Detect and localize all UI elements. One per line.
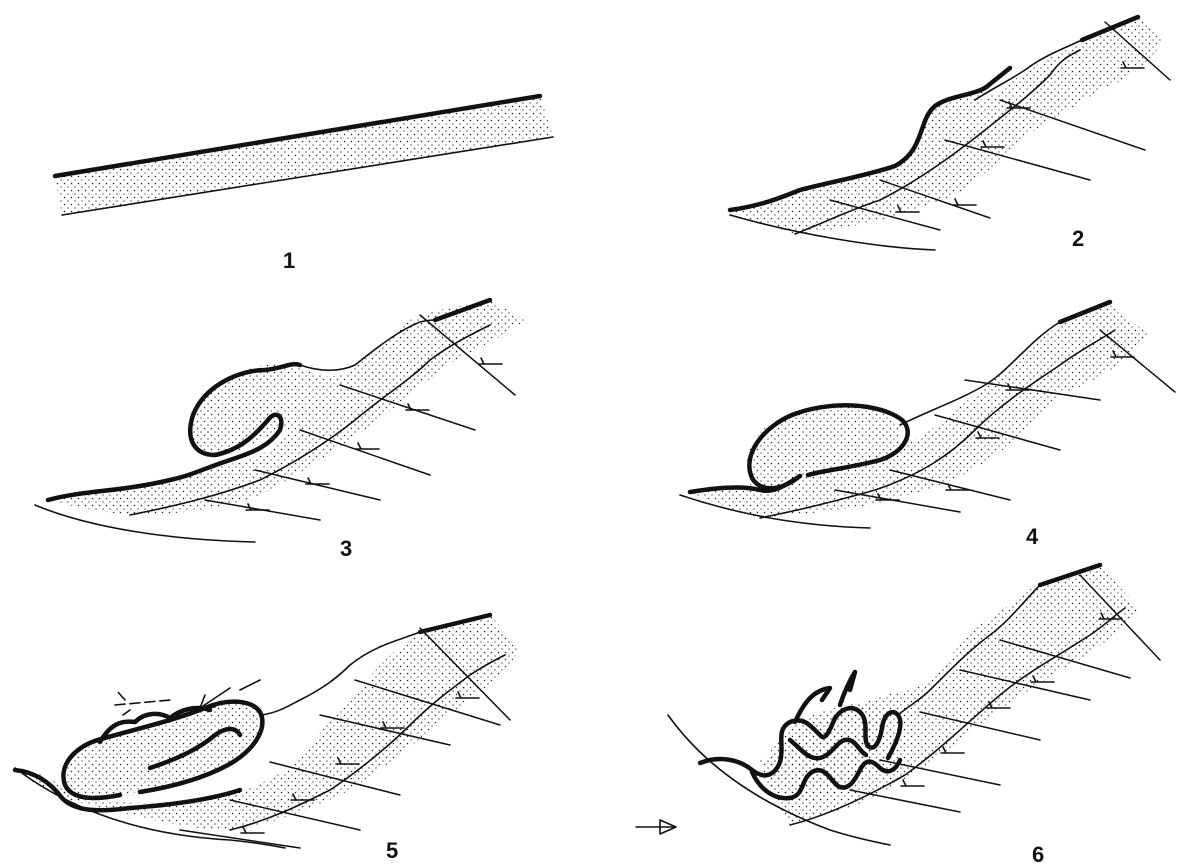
panel-5: 5 [15,615,520,863]
movement-arrow-icon [241,827,264,833]
movement-arrow-icon [356,443,379,449]
panel-label-1: 1 [283,248,295,273]
slump-direction-arrow-icon [240,680,260,690]
panel-6: 6 [636,565,1160,864]
fault-line-f [180,830,300,848]
sand-layer [730,17,1165,234]
movement-arrow-icon [479,358,502,364]
sand-layer [55,96,553,215]
panel-1: 1 [55,96,553,273]
panel-4: 4 [680,302,1175,549]
sand-layer [48,300,525,515]
sliding-block-arrow-icon [636,820,676,834]
fault-line-f [850,790,960,812]
panel-3: 3 [35,300,525,561]
panel-label-5: 5 [386,838,398,863]
panel-label-4: 4 [1026,524,1039,549]
panel-2: 2 [730,17,1170,251]
panel-label-2: 2 [1072,226,1084,251]
movement-arrow-icon [406,404,429,410]
movement-arrow-icon [953,199,976,205]
panel-label-6: 6 [1032,842,1044,864]
dashed-slip-line [115,692,170,715]
panel-label-3: 3 [340,536,352,561]
movement-arrow-icon [901,780,924,786]
